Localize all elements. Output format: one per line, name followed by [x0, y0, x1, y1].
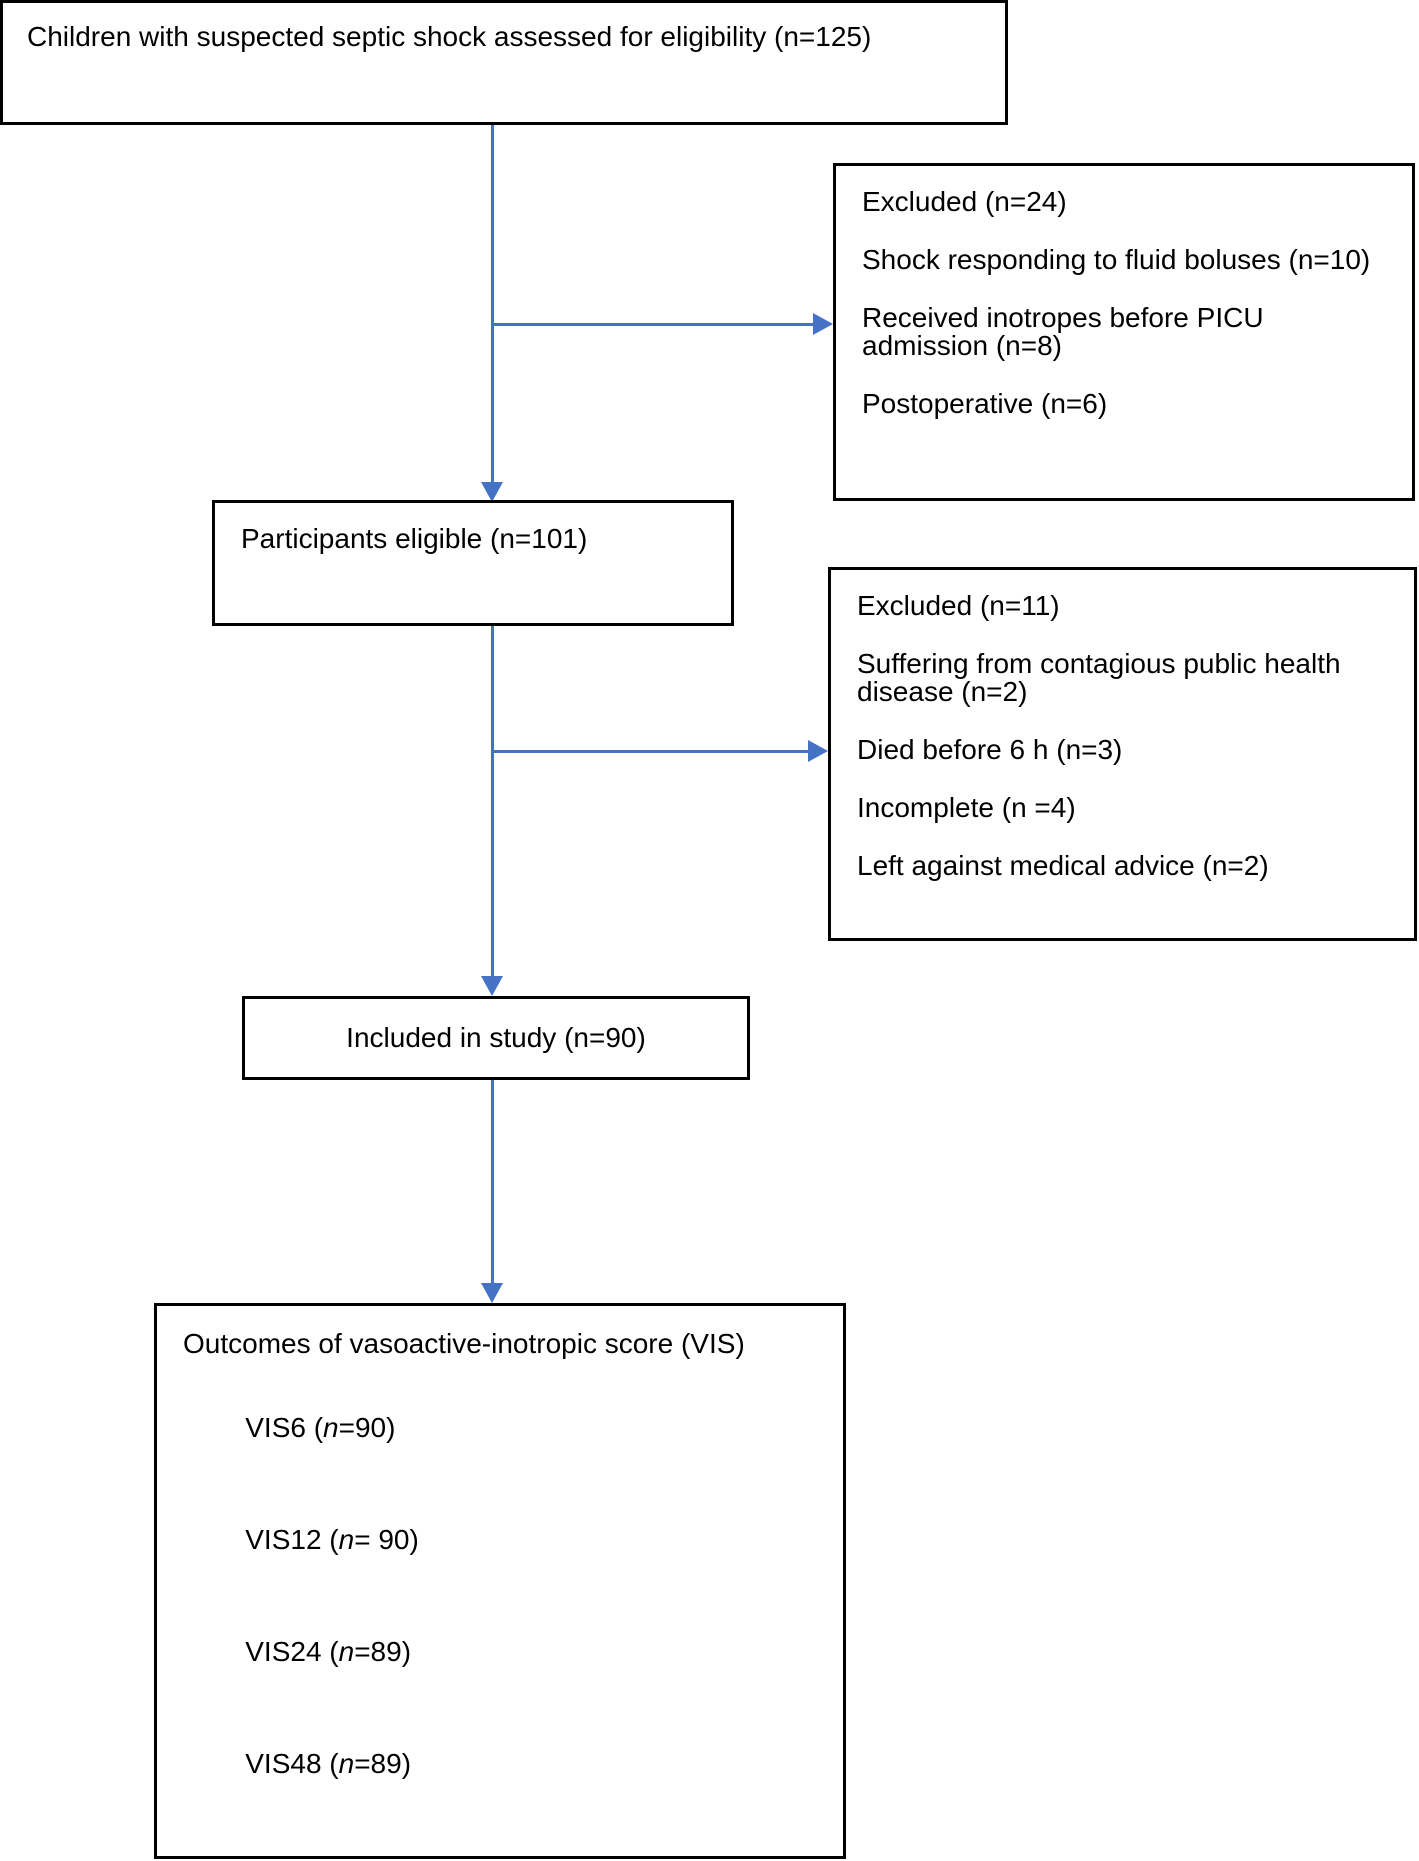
eligible-line-1: Participants eligible (n=101): [241, 523, 588, 554]
box-outcomes-text: Outcomes of vasoactive-inotropic score (…: [157, 1306, 843, 1861]
connector-to-excluded-1: [491, 323, 816, 326]
arrowhead-into-excluded-2: [808, 740, 828, 762]
box-participants-eligible: Participants eligible (n=101): [212, 500, 734, 626]
vis48-value: =89): [354, 1748, 412, 1779]
excluded-2-line-3: Died before 6 h (n=3): [857, 734, 1123, 765]
vis24-label: VIS24 (: [245, 1636, 339, 1667]
box-excluded-first-text: Excluded (n=24) Shock responding to flui…: [836, 166, 1412, 418]
excluded-2-line-4: Incomplete (n =4): [857, 792, 1076, 823]
connector-included-to-outcomes: [491, 1080, 494, 1283]
connector-eligible-to-included: [491, 626, 494, 976]
arrowhead-into-outcomes: [481, 1283, 503, 1303]
box-excluded-first: Excluded (n=24) Shock responding to flui…: [833, 163, 1415, 501]
included-line-1: Included in study (n=90): [346, 1022, 646, 1053]
vis12-value: = 90): [354, 1524, 419, 1555]
outcomes-heading: Outcomes of vasoactive-inotropic score (…: [183, 1328, 745, 1359]
assessed-line-1: Children with suspected septic shock ass…: [27, 21, 872, 52]
box-outcomes-vis: Outcomes of vasoactive-inotropic score (…: [154, 1303, 846, 1859]
box-assessed-for-eligibility: Children with suspected septic shock ass…: [0, 0, 1008, 125]
connector-to-excluded-2: [491, 750, 811, 753]
outcomes-item-vis48: VIS48 (n=89): [183, 1722, 817, 1806]
outcomes-item-vis72: VIS72 (n=86): [183, 1834, 817, 1861]
arrowhead-into-included: [481, 976, 503, 996]
excluded-2-line-2: Suffering from contagious public health …: [857, 648, 1349, 707]
excluded-1-line-1: Excluded (n=24): [862, 186, 1067, 217]
box-assessed-text: Children with suspected septic shock ass…: [3, 3, 1005, 51]
excluded-2-line-1: Excluded (n=11): [857, 590, 1060, 621]
excluded-1-line-3: Received inotropes before PICU admission…: [862, 302, 1272, 361]
box-excluded-second: Excluded (n=11) Suffering from contagiou…: [828, 567, 1417, 941]
vis12-label: VIS12 (: [245, 1524, 339, 1555]
excluded-2-line-5: Left against medical advice (n=2): [857, 850, 1269, 881]
excluded-1-line-4: Postoperative (n=6): [862, 388, 1108, 419]
outcomes-item-vis12: VIS12 (n= 90): [183, 1498, 817, 1582]
outcomes-item-vis6: VIS6 (n=90): [183, 1386, 817, 1470]
connector-assessed-to-eligible: [491, 125, 494, 482]
vis6-label: VIS6 (: [245, 1412, 324, 1443]
box-included-in-study: Included in study (n=90): [242, 996, 750, 1080]
excluded-1-line-2: Shock responding to fluid boluses (n=10): [862, 244, 1371, 275]
box-excluded-second-text: Excluded (n=11) Suffering from contagiou…: [831, 570, 1414, 880]
vis6-n: n: [323, 1412, 339, 1443]
vis12-n: n: [338, 1524, 355, 1555]
vis24-n: n: [338, 1636, 355, 1667]
box-included-text: Included in study (n=90): [346, 1024, 646, 1052]
outcomes-item-vis24: VIS24 (n=89): [183, 1610, 817, 1694]
vis6-value: =90): [338, 1412, 396, 1443]
vis48-n: n: [338, 1748, 355, 1779]
box-eligible-text: Participants eligible (n=101): [215, 503, 731, 553]
vis48-label: VIS48 (: [245, 1748, 339, 1779]
vis24-value: =89): [354, 1636, 412, 1667]
arrowhead-into-excluded-1: [813, 313, 833, 335]
arrowhead-into-eligible: [481, 482, 503, 502]
